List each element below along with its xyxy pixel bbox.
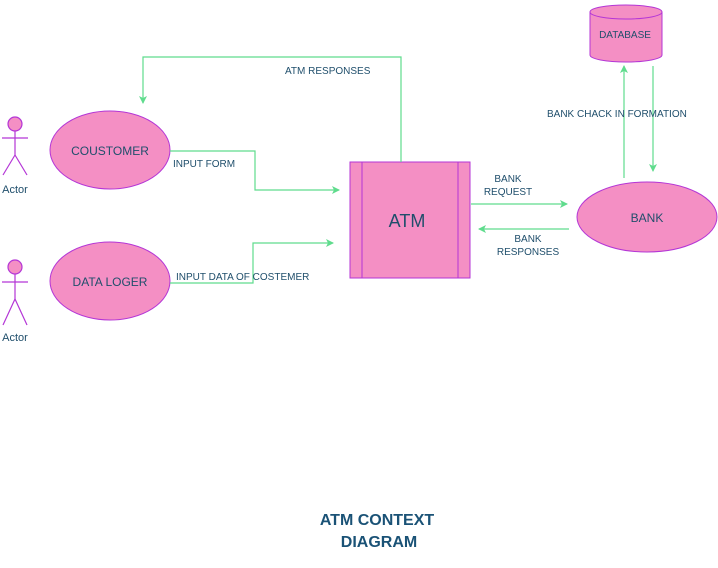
actor-customer	[2, 116, 28, 176]
flow-input-data	[170, 239, 334, 284]
data-loger-label: DATA LOGER	[73, 275, 148, 289]
flow-input-data-label: INPUT DATA OF COSTEMER	[176, 272, 309, 283]
diagram-title-line1: ATM CONTEXT	[320, 512, 435, 529]
flow-atm-responses	[139, 56, 402, 162]
actor-data-loger-label: Actor	[2, 332, 28, 344]
flow-atm-responses-label: ATM RESPONSES	[285, 66, 371, 77]
bank-node[interactable]	[576, 181, 718, 253]
flow-bank-request-label-1: BANK	[494, 174, 522, 185]
flow-bank-request-label-2: REQUEST	[484, 187, 532, 198]
flow-input-form-label: INPUT FORM	[173, 159, 235, 170]
database-cylinder[interactable]	[589, 4, 663, 63]
flow-input-form	[170, 150, 340, 194]
customer-label: COUSTOMER	[71, 144, 149, 158]
actor-customer-label: Actor	[2, 184, 28, 196]
diagram-title-line2: DIAGRAM	[341, 534, 417, 551]
bank-label: BANK	[631, 211, 664, 225]
flow-bank-check-label: BANK CHACK IN FORMATION	[547, 109, 687, 120]
data-loger-node[interactable]	[49, 241, 171, 321]
atm-process[interactable]	[349, 161, 471, 279]
database-label: DATABASE	[599, 30, 651, 41]
atm-label: ATM	[389, 211, 426, 231]
actor-data-loger	[2, 259, 28, 326]
flow-bank-responses-label-2: RESPONSES	[497, 247, 560, 258]
customer-node[interactable]	[49, 110, 171, 190]
flow-bank-responses-label-1: BANK	[514, 234, 542, 245]
